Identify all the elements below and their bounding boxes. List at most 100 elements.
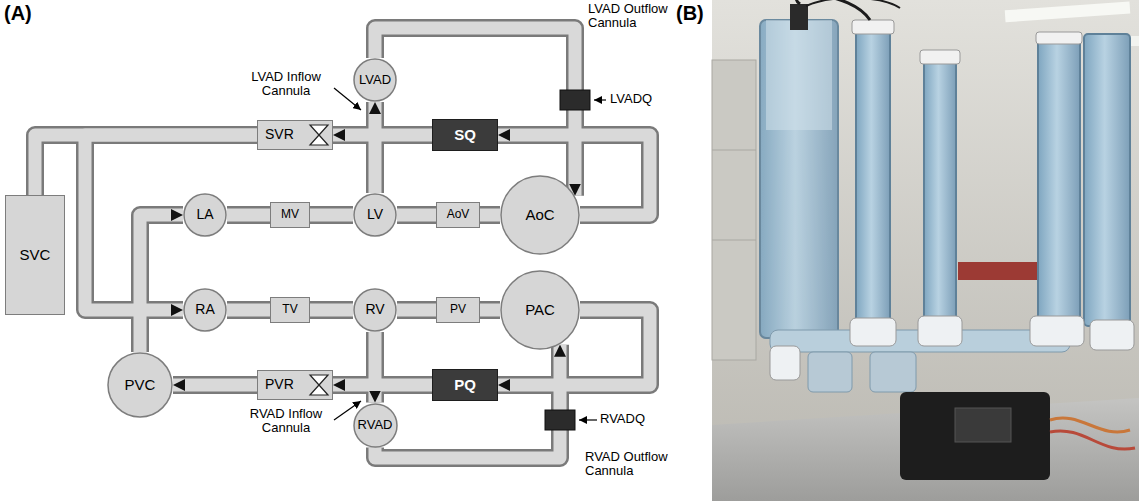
compliance-tank (924, 58, 956, 326)
node-label: RV (365, 302, 384, 317)
flow-tube (369, 102, 382, 193)
resistor-box-fill (257, 370, 333, 400)
node-label: SVR (265, 127, 294, 142)
node-label: MV (281, 208, 299, 221)
flow-tube (375, 28, 575, 196)
valve-housing (870, 352, 916, 392)
flow-probe-box: PQ (432, 369, 498, 401)
flow-tube (310, 209, 353, 222)
compliance-tank (1084, 34, 1130, 326)
tank-cap (1036, 32, 1082, 44)
flow-tube (369, 332, 382, 403)
node-label: RVAD (358, 418, 393, 432)
circle-shape (354, 194, 396, 236)
component-box: PV (436, 297, 480, 323)
tube-group (35, 28, 650, 458)
tube-outline (310, 206, 353, 224)
tube-outline (227, 301, 270, 319)
tube-outline (397, 206, 436, 224)
flow-tube (227, 209, 270, 222)
tank-air-space (766, 20, 832, 130)
flow-tube (173, 379, 257, 392)
tube-outline (140, 215, 183, 352)
resistor-symbol (310, 375, 328, 385)
pipe-fitting (850, 318, 896, 346)
pump-display (955, 408, 1011, 442)
flow-tube (85, 135, 257, 310)
tube-outline (480, 206, 500, 224)
node-label: PVR (265, 377, 294, 392)
component-box: TV (270, 297, 310, 323)
resistor-box-fill (257, 120, 333, 150)
pump-wire (1050, 431, 1135, 449)
pipe-fitting (1090, 320, 1134, 350)
chamber-circle: RV (353, 288, 397, 332)
tube-outline (366, 332, 384, 403)
flow-tube (333, 129, 432, 142)
pipe-fitting (1030, 316, 1084, 346)
sensor-cable (806, 0, 900, 8)
node-label: PV (450, 303, 466, 316)
flow-tube (35, 135, 257, 195)
flow-tube (375, 345, 560, 458)
flow-probe (545, 410, 575, 430)
node-label: LVAD (359, 73, 391, 87)
callout-label: LVAD Outflow Cannula (588, 2, 674, 31)
tube-outline (375, 28, 575, 196)
component-box: AoV (436, 202, 480, 228)
photo-background (712, 0, 1139, 501)
node-label: AoV (447, 208, 470, 221)
bench-items (958, 262, 1048, 280)
node-label: SVC (20, 247, 51, 264)
component-box: MV (270, 202, 310, 228)
panel-letter: (B) (676, 2, 710, 24)
callout-label: RVADQ (600, 412, 664, 426)
node-label: PVC (125, 377, 156, 394)
cabinet-shelf (712, 240, 756, 241)
flow-probe (560, 90, 590, 110)
tube-outline (333, 126, 432, 144)
circle-shape (184, 194, 226, 236)
cabinet-shelf (712, 150, 756, 151)
resistor-symbol (310, 125, 328, 135)
node-label: TV (282, 303, 297, 316)
node-label: SQ (454, 127, 476, 144)
resistance-box: SVR (257, 120, 333, 150)
tube-outline (310, 301, 353, 319)
flow-tube (397, 209, 436, 222)
ceiling-light (1005, 2, 1131, 23)
tube-outline (366, 102, 384, 193)
flow-tube (333, 379, 432, 392)
panel-letter: (A) (4, 2, 44, 24)
resistor-symbol (310, 135, 328, 145)
pipe-fitting (770, 346, 800, 380)
resistance-box: PVR (257, 370, 333, 400)
tube-outline (375, 345, 560, 458)
sensor-cable (796, 0, 870, 20)
node-label: LV (367, 207, 383, 222)
flow-tube (227, 304, 270, 317)
tube-outline-group (35, 28, 650, 458)
chamber-circle: LVAD (353, 58, 397, 102)
resistor-symbol (310, 385, 328, 395)
pipe-fitting (918, 316, 962, 346)
circle-shape (354, 59, 396, 101)
chamber-circle: LV (353, 193, 397, 237)
tube-outline (333, 376, 432, 394)
leader-line (579, 419, 597, 420)
compliance-tank (856, 28, 890, 328)
circle-shape (184, 289, 226, 331)
cabinet (712, 60, 756, 360)
node-label: RA (195, 302, 214, 317)
circle-shape (354, 289, 396, 331)
chamber-circle: RVAD (353, 403, 398, 448)
chamber-circle: AoC (500, 175, 580, 255)
component-box: SVC (5, 195, 65, 315)
chamber-circle: LA (183, 193, 227, 237)
tank-cap (852, 20, 894, 34)
node-label: PAC (525, 302, 555, 319)
flow-probe-box: SQ (432, 119, 498, 151)
